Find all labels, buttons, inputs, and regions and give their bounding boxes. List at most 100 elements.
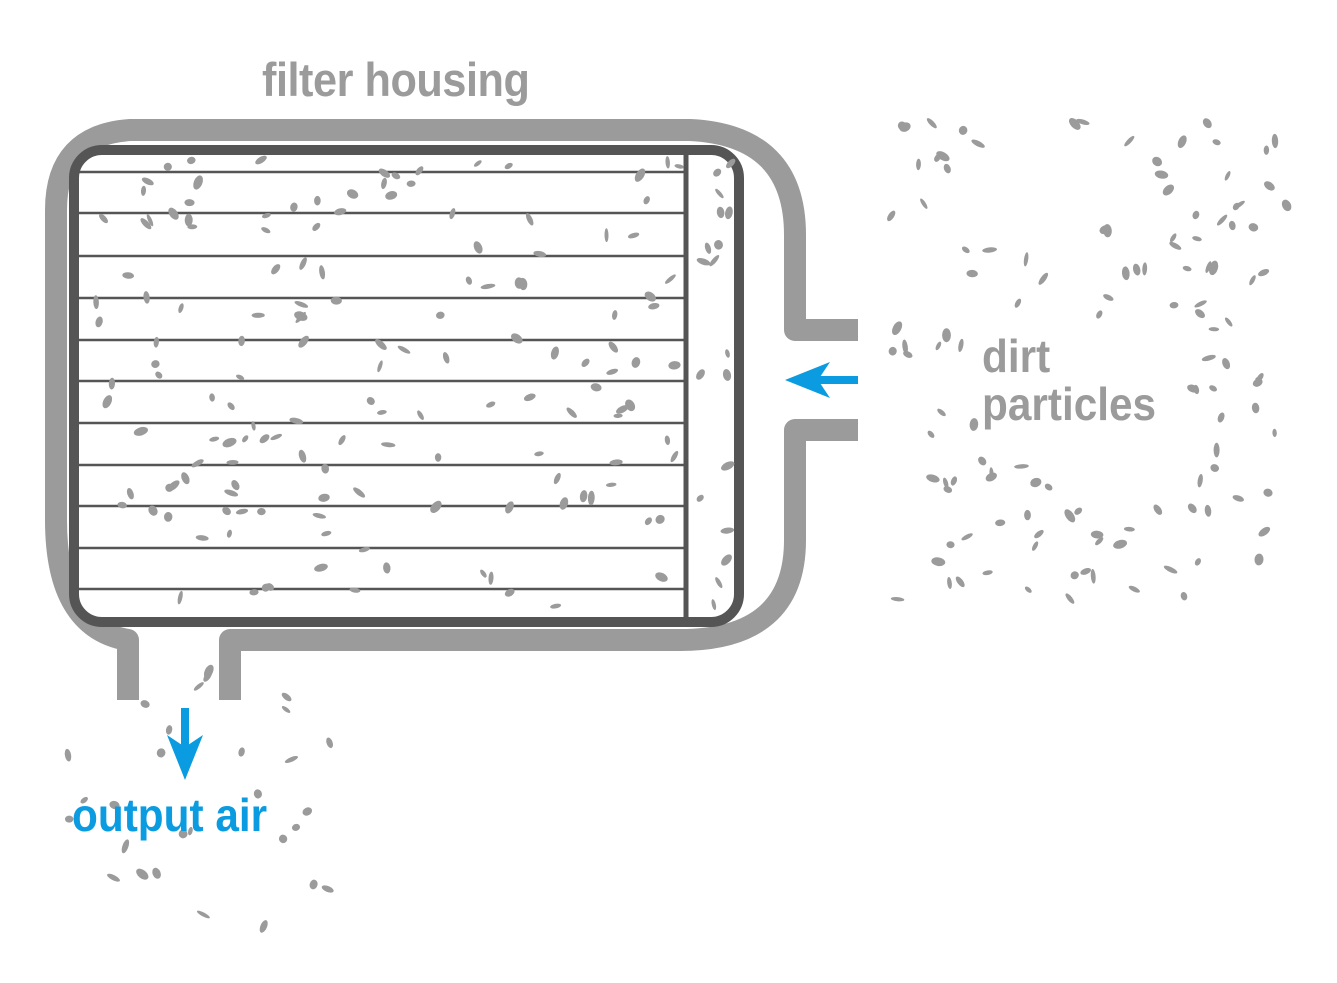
dirt-particle (643, 196, 650, 205)
dirt-particle (480, 283, 496, 290)
dirt-particle (1217, 412, 1225, 423)
dirt-particle (655, 514, 665, 524)
dirt-particle (566, 407, 577, 418)
dirt-particle (284, 756, 298, 763)
dirt-particle (716, 206, 725, 219)
dirt-particle (961, 246, 970, 254)
dirt-particle (966, 269, 978, 278)
dirt-particle (550, 346, 559, 360)
dirt-particle (117, 501, 127, 509)
dirt-particle (1222, 358, 1231, 370)
dirt-particle (627, 232, 640, 239)
dirt-particle (943, 486, 953, 493)
dirt-particle (1103, 224, 1112, 238)
dirt-particle (178, 303, 184, 314)
dirt-particle (724, 206, 733, 220)
dirt-particle (721, 554, 732, 566)
dirt-particle (715, 577, 723, 589)
dirt-particle (227, 402, 235, 411)
dirt-particle (1213, 442, 1220, 458)
dirt-particle (978, 456, 987, 466)
dirt-particle (353, 487, 366, 498)
dirt-particle (209, 393, 215, 402)
dirt-particle (664, 435, 671, 445)
dirt-particle (95, 316, 103, 328)
dirt-particle (920, 198, 928, 209)
dirt-particle (261, 583, 271, 592)
dirt-particle (1263, 488, 1273, 497)
dirt-particle (1142, 262, 1148, 276)
dirt-particle (961, 533, 973, 541)
dirt-particle (1264, 181, 1275, 191)
dirt-particle (936, 151, 950, 162)
dirt-particle (504, 162, 513, 170)
dirt-particle (271, 264, 281, 275)
dirt-particle (947, 577, 952, 589)
dirt-particle (1232, 202, 1240, 211)
dirt-particle (289, 417, 304, 425)
dirt-particle (892, 321, 903, 336)
dirt-particle (261, 227, 271, 234)
dirt-particle (1254, 553, 1264, 566)
dirt-particle (346, 189, 359, 199)
dirt-particle (931, 557, 946, 567)
dirt-particle (338, 435, 346, 446)
dirt-particle (193, 682, 204, 691)
filter-media-pleats (79, 170, 684, 591)
dirt-particle (579, 490, 588, 503)
dirt-particle (1210, 464, 1220, 472)
dirt-particle (714, 240, 723, 250)
dirt-particle (1258, 268, 1270, 277)
dirt-particle (995, 519, 1006, 527)
dirt-particle (1224, 171, 1231, 181)
dirt-particle (480, 569, 487, 578)
dirt-particle (1023, 252, 1029, 267)
dirt-particle (168, 207, 179, 220)
dirt-particle (1232, 495, 1244, 502)
dirt-particle (302, 807, 313, 816)
dirt-particle (950, 476, 958, 486)
dirt-particle (725, 349, 730, 358)
dirt-particle (943, 163, 951, 174)
dirt-particle (109, 800, 120, 810)
dirt-particle (163, 512, 173, 522)
dirt-particle (278, 834, 288, 844)
dirt-particle (309, 879, 318, 890)
dirt-particle (713, 168, 722, 177)
dirt-particle (64, 748, 72, 762)
dirt-particle (251, 312, 265, 318)
dirt-particle (1113, 539, 1128, 549)
dirt-particle (958, 338, 964, 352)
dirt-particle (958, 125, 968, 135)
dirt-particle (473, 160, 482, 167)
dirt-particle (442, 352, 450, 364)
dirt-particle (1103, 294, 1114, 301)
dirt-particle (1197, 473, 1203, 488)
dirt-particle (294, 311, 308, 321)
dirt-particle (383, 562, 391, 574)
dirt-particle (226, 459, 239, 465)
dirt-particle (1194, 300, 1207, 308)
dirt-particle (193, 175, 203, 190)
dirt-particle (1177, 135, 1187, 149)
dirt-particle (1187, 503, 1197, 514)
dirt-particle (140, 218, 152, 230)
dirt-particle (674, 164, 684, 169)
dirt-particle (899, 122, 911, 132)
dirt-particle (1090, 569, 1096, 584)
dirt-particle (1024, 509, 1031, 521)
dirt-particle (1180, 591, 1188, 601)
dirt-particle (704, 242, 712, 254)
dirt-particle (80, 796, 88, 804)
dirt-particle (604, 228, 609, 243)
dirt-particle (238, 747, 245, 757)
dirt-particle (99, 213, 108, 224)
dirt-particle (1163, 565, 1178, 574)
dirt-particle (397, 345, 411, 354)
dirt-particle (644, 517, 652, 526)
dirt-particle (318, 493, 330, 502)
dirt-particle (1216, 214, 1228, 226)
dirt-particle (1014, 298, 1022, 308)
dirt-particle (1034, 529, 1044, 539)
